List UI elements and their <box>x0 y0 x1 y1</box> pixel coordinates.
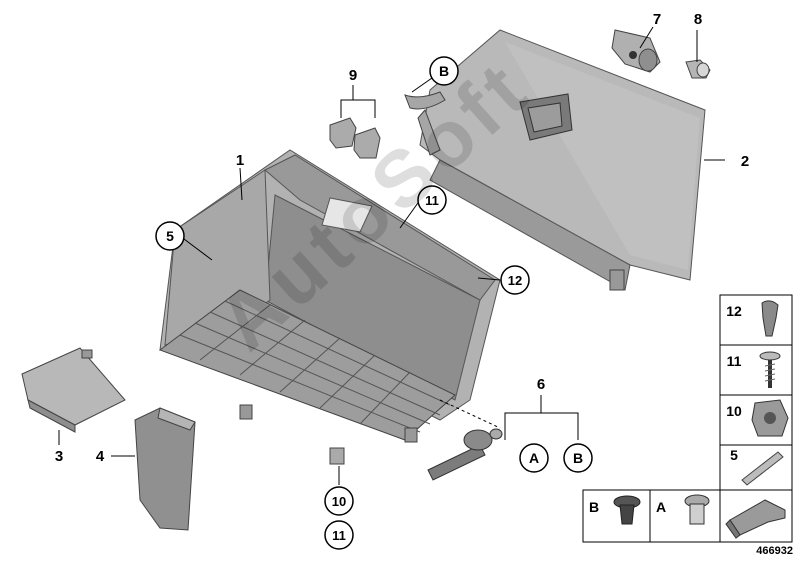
svg-text:2: 2 <box>741 153 749 170</box>
callout-11-bottom: 11 <box>324 520 354 550</box>
svg-text:12: 12 <box>726 303 742 319</box>
svg-text:9: 9 <box>349 67 357 84</box>
legend-a: A <box>656 494 710 525</box>
callout-a: A <box>519 443 549 473</box>
svg-text:1: 1 <box>236 152 244 169</box>
callout-7: 7 <box>653 11 661 28</box>
hinge-arm <box>404 91 446 156</box>
legend-10: 10 <box>726 399 789 437</box>
leader-lines <box>58 26 725 485</box>
svg-text:11: 11 <box>332 528 346 543</box>
svg-text:B: B <box>589 499 599 515</box>
callout-6: 6 <box>537 376 545 393</box>
callout-5: 5 <box>155 221 185 251</box>
svg-text:3: 3 <box>55 448 63 465</box>
part-4-panel <box>134 407 196 531</box>
callout-12: 12 <box>500 265 530 295</box>
svg-text:10: 10 <box>332 494 346 509</box>
callout-4: 4 <box>96 448 105 465</box>
part-3-cover <box>21 347 126 433</box>
svg-text:12: 12 <box>508 273 522 288</box>
callout-11-top: 11 <box>417 185 447 215</box>
legend-12: 12 <box>726 300 779 337</box>
part-6-damper <box>427 428 503 481</box>
legend-b: B <box>589 495 641 525</box>
svg-text:6: 6 <box>537 376 545 393</box>
legend-5: 5 <box>730 447 784 486</box>
svg-text:4: 4 <box>96 448 105 465</box>
callout-9: 9 <box>349 67 357 84</box>
legend-clip-shape <box>725 499 786 539</box>
svg-text:A: A <box>529 450 539 466</box>
svg-text:7: 7 <box>653 11 661 28</box>
legend-11: 11 <box>727 351 781 388</box>
svg-text:10: 10 <box>726 403 742 419</box>
part-8-cap <box>685 59 711 79</box>
callout-2: 2 <box>741 153 749 170</box>
grid-lines <box>179 300 451 433</box>
callout-b-top: B <box>429 56 459 86</box>
svg-text:A: A <box>656 499 666 515</box>
callout-b-right: B <box>563 443 593 473</box>
callout-1: 1 <box>236 152 244 169</box>
svg-text:11: 11 <box>727 353 742 369</box>
svg-text:5: 5 <box>730 447 738 463</box>
part-2-lid <box>419 29 706 291</box>
callout-8: 8 <box>694 11 702 28</box>
diagram-id: 466932 <box>756 545 793 557</box>
callout-10: 10 <box>324 486 354 516</box>
svg-text:B: B <box>439 63 449 79</box>
callout-3: 3 <box>55 448 63 465</box>
svg-text:B: B <box>573 450 583 466</box>
svg-text:11: 11 <box>425 193 439 208</box>
svg-text:8: 8 <box>694 11 702 28</box>
part-1-housing <box>158 149 501 465</box>
part-9-clips <box>329 117 381 159</box>
part-7-lock <box>611 29 661 73</box>
svg-text:5: 5 <box>166 228 174 244</box>
